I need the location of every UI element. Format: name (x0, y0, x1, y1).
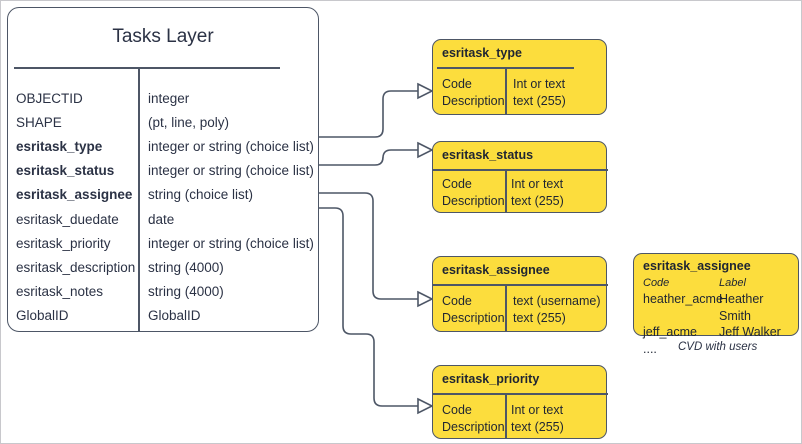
cvd-row: jeff_acme Jeff Walker (643, 324, 798, 341)
field-row[interactable]: esritask_priority integer or string (cho… (8, 231, 318, 255)
field-name: esritask_notes (16, 284, 104, 300)
cvd-value-grid: Code Label heather_acme Heather Smith je… (643, 276, 798, 357)
domain-box-description-label: Description (442, 311, 505, 325)
field-name: GlobalID (16, 308, 69, 324)
domain-box-description-label: Description (442, 420, 505, 434)
field-row[interactable]: esritask_status integer or string (choic… (8, 159, 318, 183)
domain-box-column-divider (505, 169, 507, 213)
connector-esritask-assignee (319, 192, 434, 308)
domain-box-code-label: Code (442, 294, 472, 308)
domain-box-type-column: text (username) text (255) (513, 293, 601, 327)
field-row[interactable]: esritask_notes string (4000) (8, 280, 318, 304)
domain-box-title: esritask_status (442, 148, 534, 162)
cvd-ellipsis: .... (643, 341, 657, 356)
domain-box-description-type: text (255) (511, 420, 564, 434)
field-list: OBJECTID integer SHAPE (pt, line, poly) … (8, 86, 318, 328)
domain-box-code-type: Int or text (511, 403, 564, 417)
cvd-header-row: Code Label (643, 276, 798, 291)
cvd-users-box[interactable]: esritask_assignee Code Label heather_acm… (633, 253, 799, 356)
cvd-caption: CVD with users (678, 341, 758, 353)
field-type: date (148, 211, 175, 227)
connector-esritask-status (319, 141, 434, 166)
domain-box-esritask-status[interactable]: esritask_status Code Description Int or … (432, 141, 608, 213)
entity-tasks-layer[interactable]: Tasks Layer OBJECTID integer SHAPE (pt, … (7, 7, 319, 332)
connector-esritask-type (319, 82, 434, 138)
field-name: SHAPE (16, 114, 62, 130)
field-type: string (4000) (148, 284, 224, 300)
field-row[interactable]: GlobalID GlobalID (8, 304, 318, 328)
field-name: esritask_duedate (16, 211, 119, 227)
cvd-row-code: heather_acme (643, 292, 723, 306)
domain-box-code-column: Code Description (442, 402, 505, 436)
field-name: esritask_status (16, 163, 115, 179)
field-row[interactable]: esritask_type integer or string (choice … (8, 134, 318, 158)
cvd-header-label: Label (719, 277, 746, 289)
domain-box-title-divider (433, 284, 608, 286)
domain-box-description-label: Description (442, 194, 505, 208)
cvd-row-label: Heather Smith (719, 292, 764, 323)
field-row[interactable]: esritask_assignee string (choice list) (8, 183, 318, 207)
field-type: integer or string (choice list) (148, 235, 314, 251)
field-type: integer (148, 90, 190, 106)
domain-box-code-column: Code Description (442, 76, 505, 110)
field-type: GlobalID (148, 308, 201, 324)
cvd-row-ellipsis: .... (643, 341, 798, 358)
entity-title: Tasks Layer (112, 26, 214, 47)
field-row[interactable]: SHAPE (pt, line, poly) (8, 110, 318, 134)
field-type: string (choice list) (148, 187, 254, 203)
domain-box-column-divider (505, 284, 507, 332)
field-name: esritask_description (16, 259, 136, 275)
cvd-title: esritask_assignee (643, 259, 751, 273)
domain-box-esritask-assignee[interactable]: esritask_assignee Code Description text … (432, 256, 608, 332)
field-type: string (4000) (148, 259, 224, 275)
field-name: esritask_priority (16, 235, 111, 251)
domain-box-code-type: Int or text (513, 77, 566, 91)
cvd-row: heather_acme Heather Smith (643, 291, 798, 324)
cvd-header-code: Code (643, 277, 670, 289)
domain-box-title: esritask_priority (442, 372, 540, 386)
entity-title-divider (14, 67, 280, 69)
domain-box-title: esritask_assignee (442, 263, 550, 277)
connector-esritask-priority (319, 207, 434, 415)
field-name: esritask_type (16, 138, 103, 154)
field-row[interactable]: OBJECTID integer (8, 86, 318, 110)
domain-box-type-column: Int or text text (255) (511, 402, 564, 436)
field-row[interactable]: esritask_duedate date (8, 207, 318, 231)
field-type: (pt, line, poly) (148, 114, 230, 130)
cvd-row-code: jeff_acme (643, 325, 697, 339)
domain-box-esritask-priority[interactable]: esritask_priority Code Description Int o… (432, 365, 608, 439)
field-row[interactable]: esritask_description string (4000) (8, 255, 318, 279)
domain-box-code-label: Code (442, 177, 472, 191)
domain-box-title: esritask_type (442, 46, 522, 60)
domain-box-type-column: Int or text text (255) (513, 76, 566, 110)
domain-box-title-divider (433, 393, 608, 395)
domain-box-esritask-type[interactable]: esritask_type Code Description Int or te… (432, 39, 607, 115)
field-type: integer or string (choice list) (148, 163, 314, 179)
domain-box-column-divider (505, 393, 507, 439)
domain-box-title-divider (433, 169, 608, 171)
domain-box-code-label: Code (442, 77, 472, 91)
domain-box-code-label: Code (442, 403, 472, 417)
domain-box-code-type: Int or text (511, 177, 564, 191)
field-name: OBJECTID (16, 90, 83, 106)
domain-box-description-type: text (255) (511, 194, 564, 208)
domain-box-code-column: Code Description (442, 293, 505, 327)
domain-box-description-type: text (255) (513, 94, 566, 108)
entity-column-divider (138, 67, 140, 332)
cvd-row-label: Jeff Walker (719, 325, 781, 339)
domain-box-code-column: Code Description (442, 176, 505, 210)
field-type: integer or string (choice list) (148, 138, 314, 154)
domain-box-column-divider (505, 67, 507, 115)
field-name: esritask_assignee (16, 187, 133, 203)
domain-box-type-column: Int or text text (255) (511, 176, 564, 210)
domain-box-code-type: text (username) (513, 294, 601, 308)
domain-box-description-type: text (255) (513, 311, 566, 325)
domain-box-description-label: Description (442, 94, 505, 108)
